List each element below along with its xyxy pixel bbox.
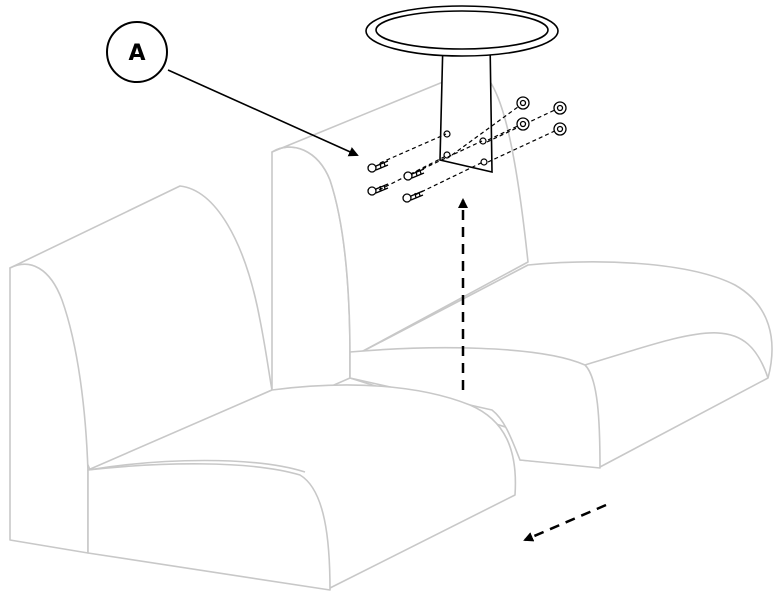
screw: [367, 160, 389, 173]
front-backrest-side: [9, 263, 89, 554]
washer: [553, 101, 567, 115]
callout-a: A: [106, 21, 359, 157]
screw: [367, 183, 389, 196]
callout-leader-arrow: [167, 69, 359, 157]
front-seat-module: [9, 185, 517, 591]
rear-seat-front: [349, 346, 601, 469]
slide-direction-arrow: [523, 503, 607, 542]
screw: [402, 190, 424, 203]
alignment-guides: [378, 103, 560, 196]
table-assembly: [365, 5, 559, 174]
callout-label: A: [128, 41, 145, 66]
washers: [516, 96, 567, 136]
screw: [403, 168, 425, 181]
washer: [553, 122, 567, 136]
washer: [516, 117, 530, 131]
screws: [367, 160, 425, 203]
table-tray-inner: [375, 10, 549, 50]
washer: [516, 96, 530, 110]
front-seat-front: [87, 463, 331, 591]
motion-arrows: [458, 198, 607, 542]
callout-circle: [106, 21, 168, 83]
